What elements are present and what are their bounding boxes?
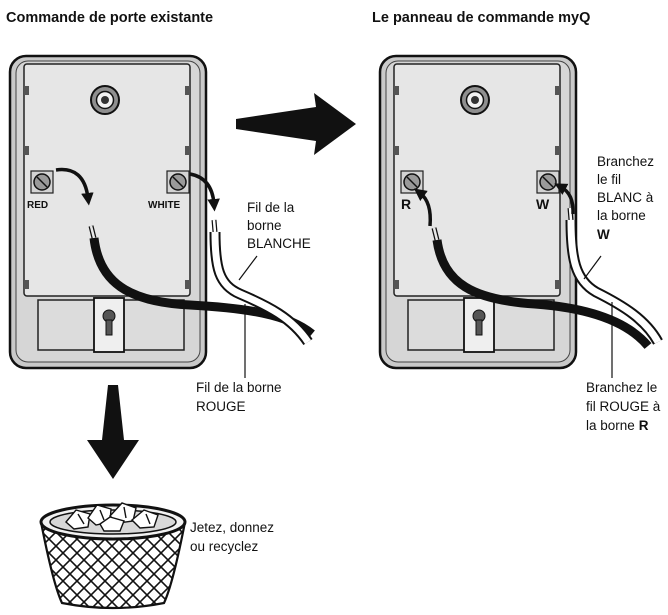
arrow-right-icon bbox=[236, 93, 356, 155]
instruction-line: BLANC à bbox=[597, 190, 654, 205]
paper-crease bbox=[77, 506, 151, 525]
wire-insulation bbox=[211, 231, 311, 345]
white-terminal-wire bbox=[209, 219, 313, 346]
w-terminal-screw bbox=[536, 170, 560, 194]
edge-tab bbox=[394, 86, 399, 95]
edge-tab bbox=[555, 86, 560, 95]
plate-face bbox=[23, 63, 191, 297]
instruction-line: le fil bbox=[597, 172, 621, 187]
wire-conductor bbox=[568, 207, 573, 221]
curved-arrow-icon bbox=[413, 188, 433, 227]
screw-slot bbox=[542, 176, 554, 188]
screw-slot bbox=[406, 176, 418, 188]
latch bbox=[463, 297, 495, 353]
edge-tab bbox=[185, 86, 190, 95]
instruction-line: Branchez le bbox=[586, 380, 657, 395]
screw-slot bbox=[36, 176, 48, 188]
curved-arrow-icon bbox=[189, 172, 220, 212]
white-wire-leader bbox=[238, 255, 258, 281]
latch bbox=[93, 297, 125, 353]
myq-control-plate bbox=[378, 54, 578, 370]
callout-line: Fil de la bbox=[247, 200, 295, 215]
myq-panel-heading: Le panneau de commande myQ bbox=[372, 10, 590, 26]
crumpled-paper bbox=[65, 502, 159, 532]
w-terminal-label: W bbox=[536, 196, 550, 212]
r-terminal-screw bbox=[400, 170, 424, 194]
instruction-line: la borne bbox=[597, 208, 646, 223]
edge-tab bbox=[24, 280, 29, 289]
trash-basket-icon bbox=[39, 502, 187, 610]
callout-line: borne bbox=[247, 218, 282, 233]
paper-piece bbox=[65, 509, 91, 530]
plate-edge-tabs bbox=[394, 86, 560, 289]
instruction-line: Branchez bbox=[597, 154, 654, 169]
mounting-hole bbox=[460, 85, 490, 115]
screw-slot bbox=[172, 176, 184, 188]
red-terminal-wire bbox=[431, 227, 652, 349]
red-terminal-screw bbox=[30, 170, 54, 194]
wire-insulation bbox=[432, 239, 652, 349]
existing-control-plate bbox=[8, 54, 208, 370]
arrow-down-icon bbox=[87, 385, 139, 479]
mounting-hole bbox=[90, 85, 120, 115]
callout-line: ROUGE bbox=[196, 399, 246, 414]
red-wire-callout: Fil de la borne ROUGE bbox=[196, 380, 285, 414]
mounting-hole-center bbox=[101, 96, 109, 104]
wire-conductor bbox=[89, 225, 96, 239]
disposal-callout: Jetez, donnez ou recyclez bbox=[190, 520, 278, 554]
basket-body bbox=[39, 520, 187, 610]
instruction-terminal: W bbox=[597, 227, 610, 242]
edge-tab bbox=[394, 280, 399, 289]
curved-arrow-icon bbox=[554, 183, 575, 215]
instruction-line: la borne bbox=[586, 418, 635, 433]
edge-tab bbox=[394, 146, 399, 155]
white-terminal-wire bbox=[565, 207, 663, 345]
wire-conductor bbox=[432, 227, 439, 241]
callout-line: ou recyclez bbox=[190, 539, 259, 554]
edge-tab bbox=[185, 280, 190, 289]
red-terminal-label: RED bbox=[27, 200, 48, 211]
callout-line: Fil de la borne bbox=[196, 380, 282, 395]
white-wire-callout: Fil de la borne BLANCHE bbox=[247, 200, 311, 251]
white-terminal-label: WHITE bbox=[148, 200, 181, 211]
wire-conductor bbox=[212, 219, 217, 233]
edge-tab bbox=[24, 146, 29, 155]
edge-tab bbox=[185, 146, 190, 155]
r-terminal-label: R bbox=[401, 196, 411, 212]
white-wire-instruction-leader bbox=[583, 255, 602, 280]
edge-tab bbox=[24, 86, 29, 95]
mounting-hole-center bbox=[471, 96, 479, 104]
red-wire-instruction: Branchez le fil ROUGE à la borne R bbox=[586, 380, 664, 433]
keyhole-slot bbox=[105, 319, 113, 336]
callout-line: BLANCHE bbox=[247, 236, 311, 251]
white-wire-instruction: Branchez le fil BLANC à la borne W bbox=[597, 154, 658, 242]
paper-piece bbox=[99, 516, 125, 532]
wire-insulation bbox=[567, 219, 662, 344]
paper-piece bbox=[130, 509, 159, 529]
white-terminal-screw bbox=[166, 170, 190, 194]
edge-tab bbox=[555, 146, 560, 155]
callout-line: Jetez, donnez bbox=[190, 520, 274, 535]
curved-arrow-icon bbox=[55, 167, 94, 206]
instruction-terminal: R bbox=[639, 418, 649, 433]
edge-tab bbox=[555, 280, 560, 289]
instruction-line: fil ROUGE à bbox=[586, 399, 661, 414]
keyhole-slot bbox=[475, 319, 483, 336]
plate-edge-tabs bbox=[24, 86, 190, 289]
existing-control-heading: Commande de porte existante bbox=[6, 10, 213, 26]
